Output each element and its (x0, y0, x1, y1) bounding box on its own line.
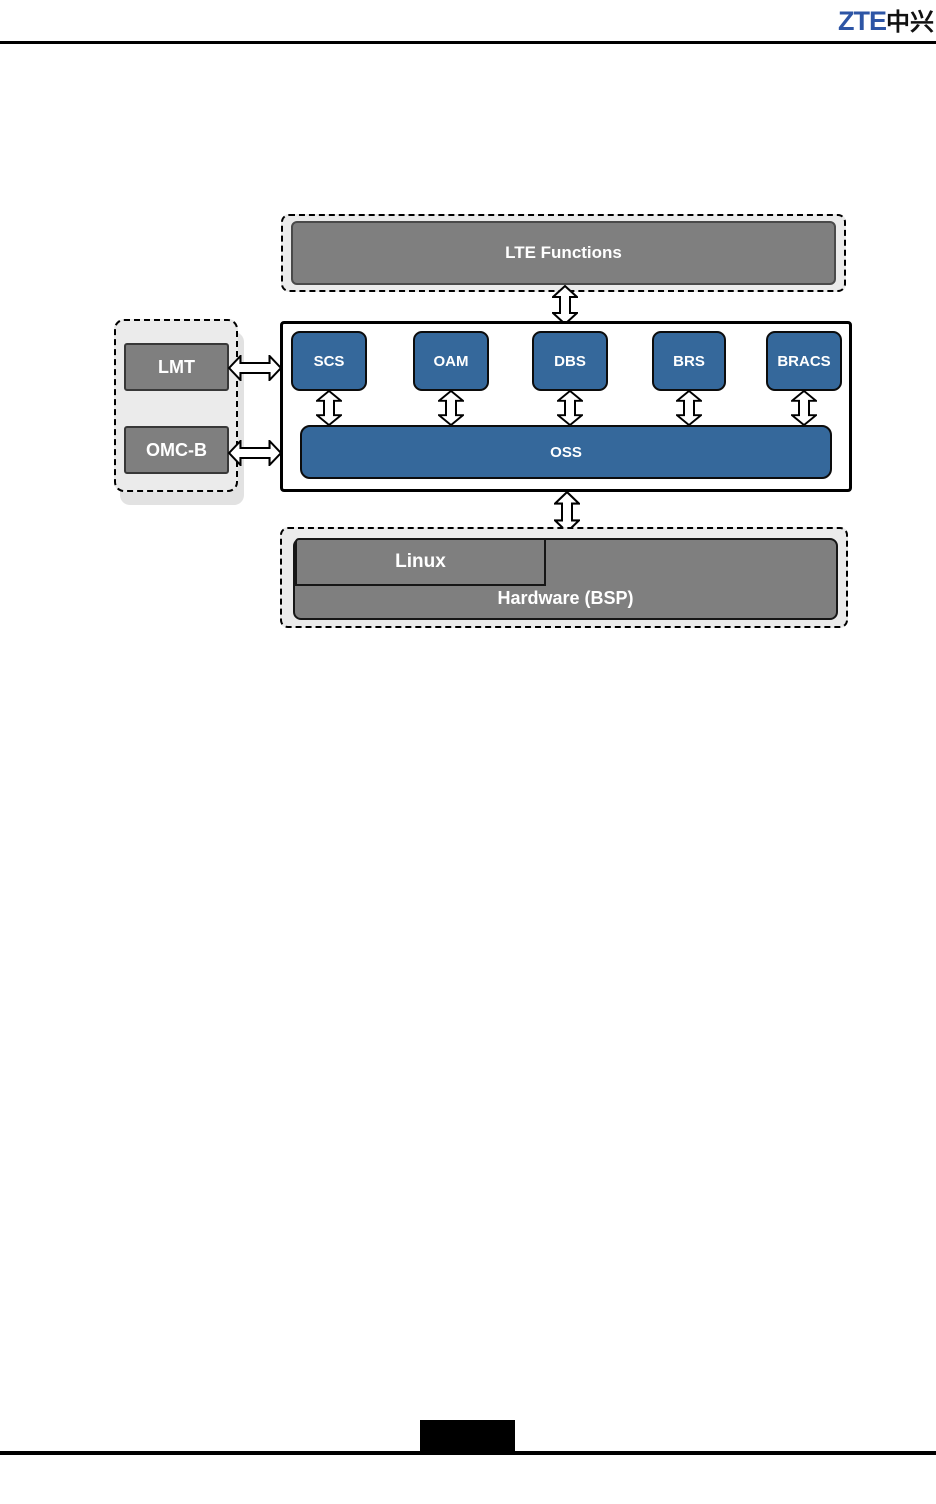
module-bracs: BRACS (766, 331, 842, 391)
double-arrow-vertical-icon (552, 285, 578, 325)
lte-oss-connector (552, 285, 578, 325)
lmt-label: LMT (158, 356, 195, 377)
linux-label: Linux (395, 551, 446, 572)
double-arrow-horizontal-icon (228, 440, 282, 466)
module-dbs-label: DBS (554, 352, 586, 370)
module-oam: OAM (413, 331, 489, 391)
double-arrow-vertical-icon (438, 390, 464, 426)
lmt-oss-connector (228, 355, 282, 381)
footer-rule (0, 1451, 936, 1455)
double-arrow-vertical-icon (557, 390, 583, 426)
zte-logo-cjk: 中兴 (886, 9, 934, 36)
page-number-redaction-box (420, 1420, 515, 1453)
module-brs: BRS (652, 331, 726, 391)
module-dbs: DBS (532, 331, 608, 391)
module-scs: SCS (291, 331, 367, 391)
double-arrow-horizontal-icon (228, 355, 282, 381)
oss-label: OSS (550, 443, 582, 461)
brs-oss-connector (676, 390, 702, 426)
scs-oss-connector (316, 390, 342, 426)
omcb-label: OMC-B (146, 439, 207, 460)
bracs-oss-connector (791, 390, 817, 426)
double-arrow-vertical-icon (791, 390, 817, 426)
double-arrow-vertical-icon (676, 390, 702, 426)
lmt-box: LMT (124, 343, 229, 391)
module-bracs-label: BRACS (777, 352, 831, 370)
module-oam-label: OAM (433, 352, 469, 370)
zte-logo-latin: ZTE (838, 6, 887, 36)
linux-box: Linux (295, 538, 546, 586)
omcb-box: OMC-B (124, 426, 229, 474)
module-scs-label: SCS (313, 352, 345, 370)
omcb-oss-connector (228, 440, 282, 466)
header-rule (0, 41, 936, 44)
oss-bar: OSS (300, 425, 832, 479)
zte-logo: ZTE中兴 (838, 2, 934, 37)
lte-functions-label: LTE Functions (505, 243, 622, 262)
double-arrow-vertical-icon (316, 390, 342, 426)
oam-oss-connector (438, 390, 464, 426)
hardware-bsp-label: Hardware (BSP) (497, 588, 634, 608)
dbs-oss-connector (557, 390, 583, 426)
module-brs-label: BRS (673, 352, 705, 370)
lte-functions-box: LTE Functions (291, 221, 836, 285)
